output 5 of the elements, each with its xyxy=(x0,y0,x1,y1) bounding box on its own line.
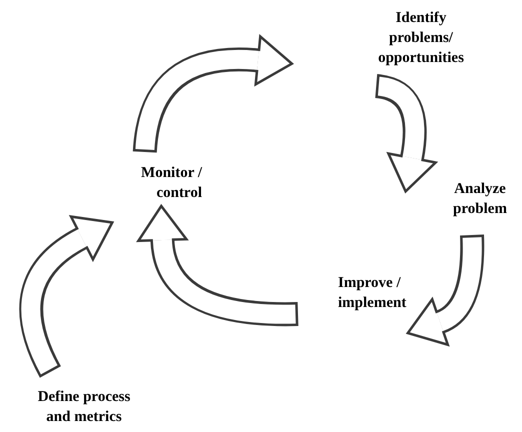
step-label: Analyze problem xyxy=(452,180,508,219)
step-label: Improve / implement xyxy=(338,274,408,313)
step-label: Monitor / control xyxy=(140,164,202,203)
step-label: Define process and metrics xyxy=(36,388,132,427)
step-label: Identify problems/ opportunities xyxy=(377,9,465,68)
